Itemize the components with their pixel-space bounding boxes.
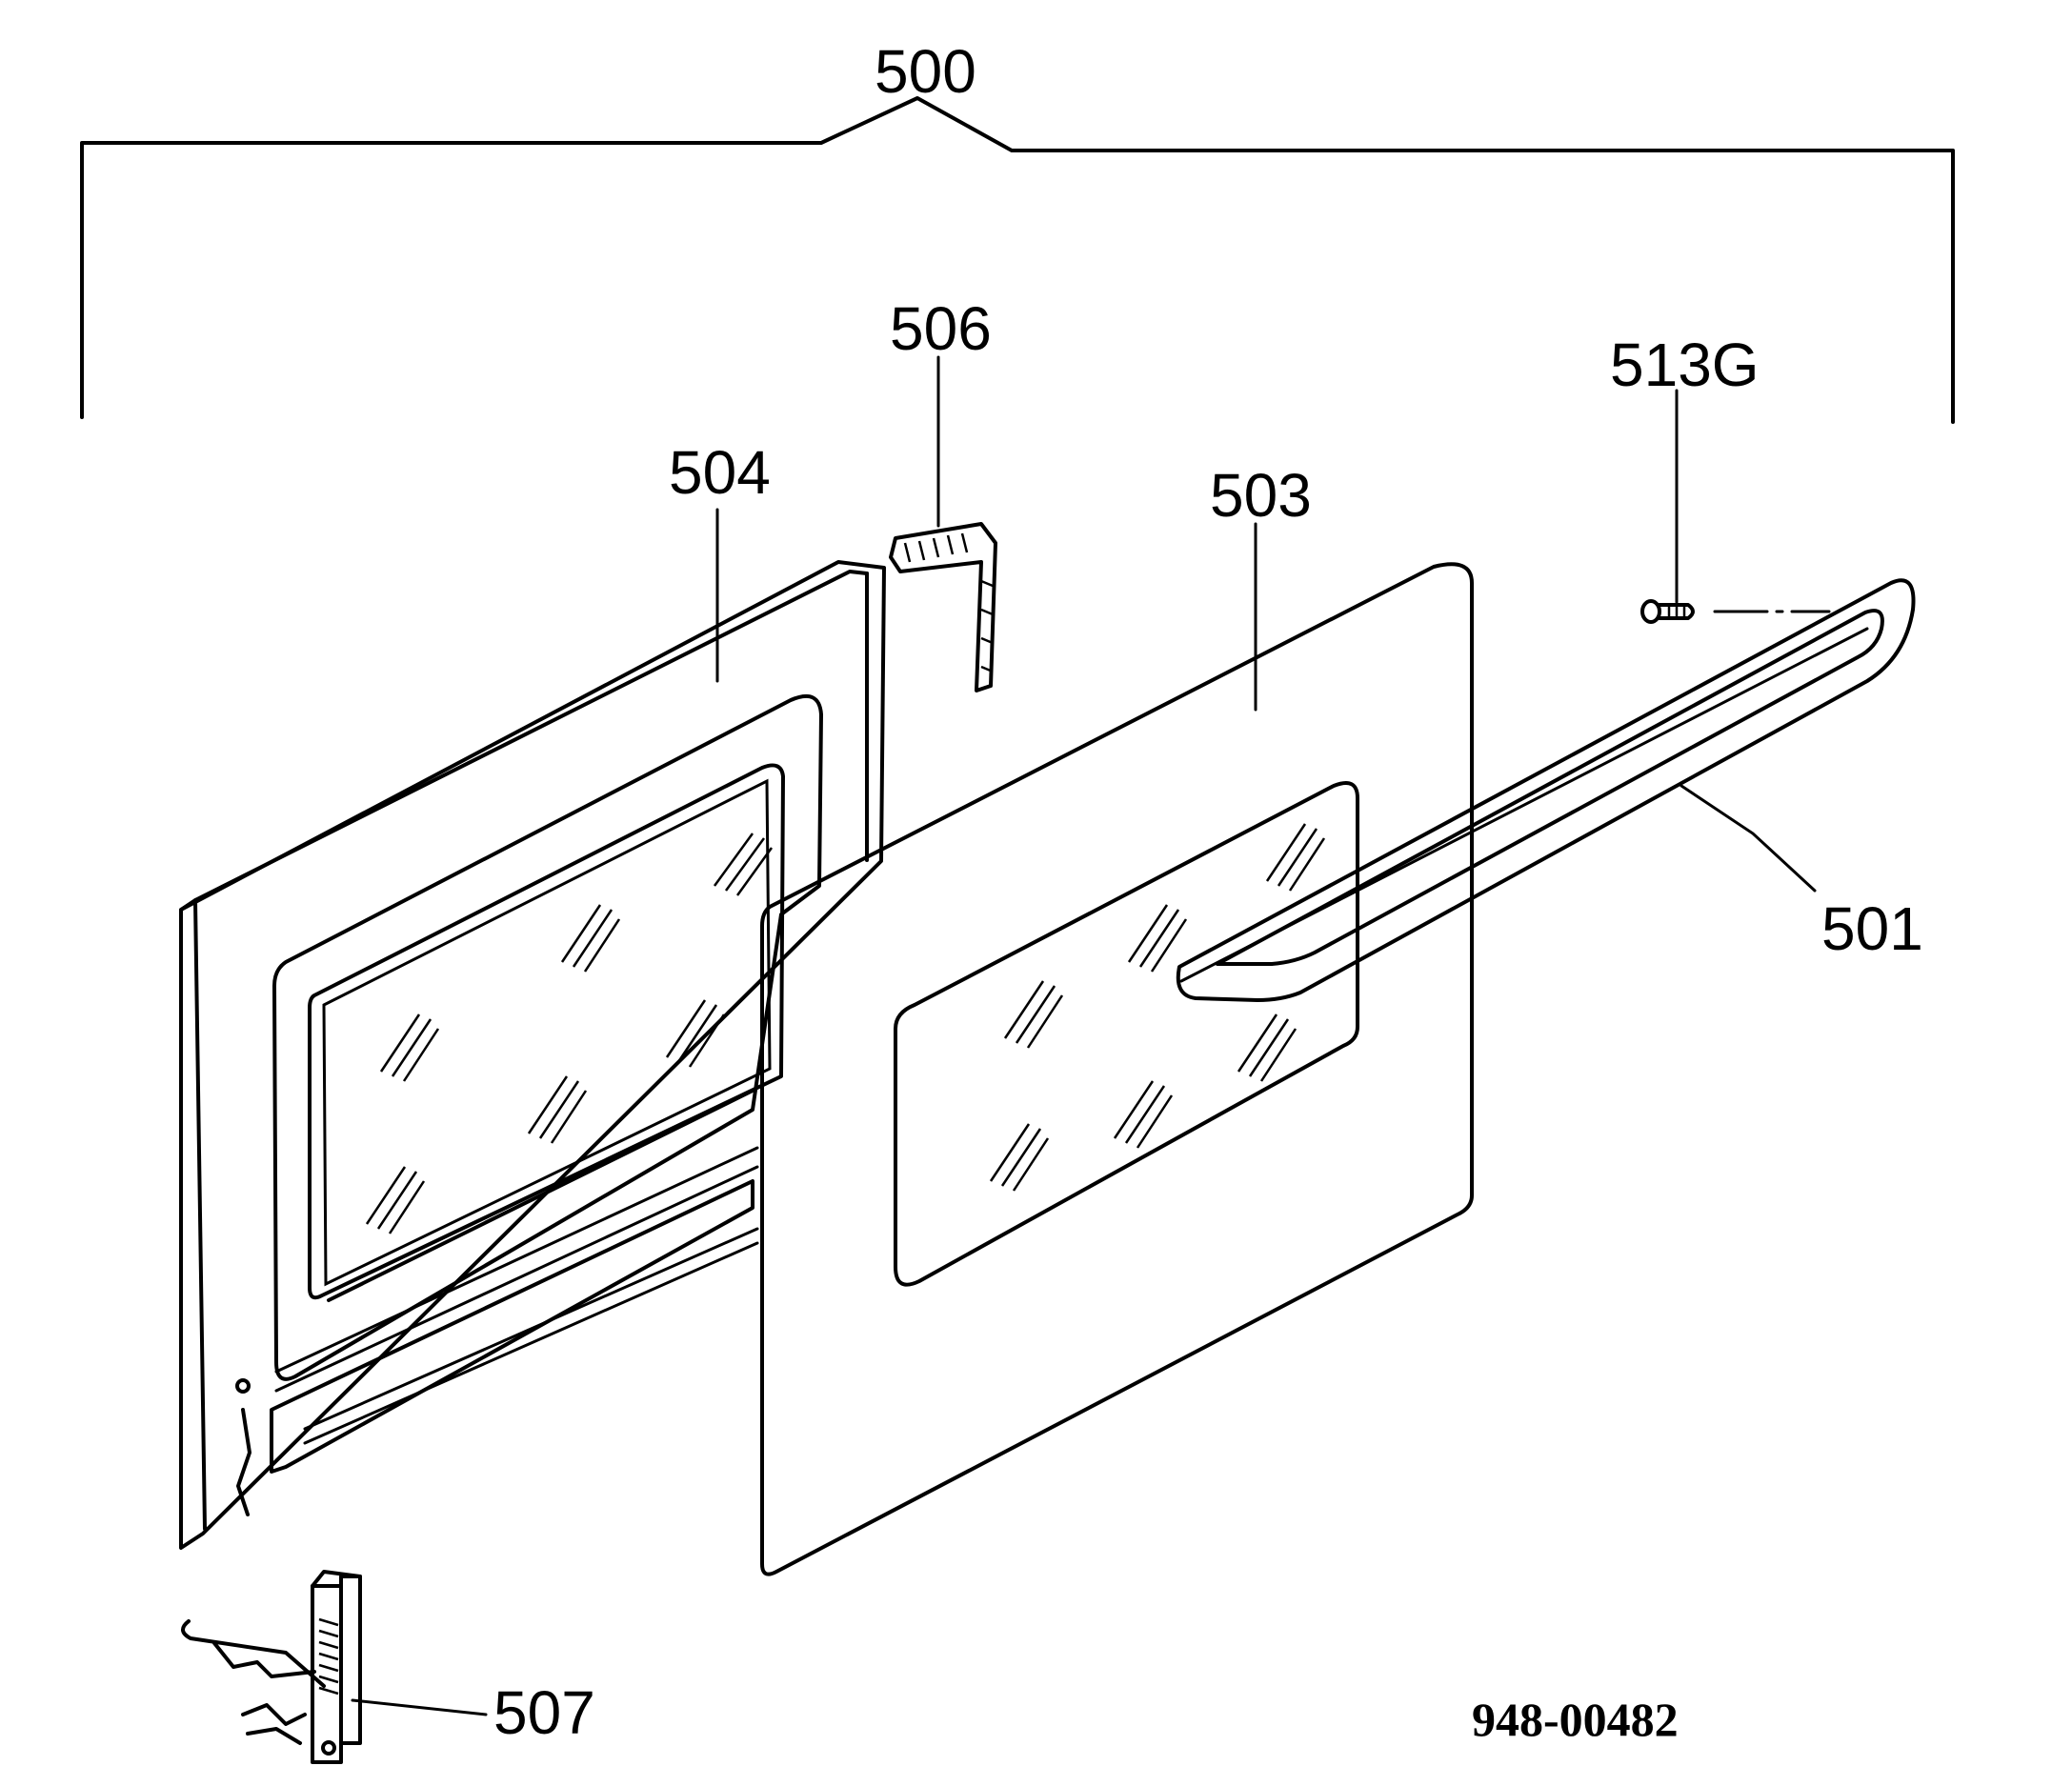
inner-door-frame (179, 560, 886, 1550)
label-500: 500 (875, 37, 976, 106)
label-501: 501 (1821, 894, 1923, 963)
label-513g: 513G (1610, 331, 1760, 399)
label-506: 506 (890, 294, 992, 363)
screw (1640, 599, 1831, 624)
drawing-code: 948-00482 (1472, 1693, 1679, 1746)
leader-501 (1680, 784, 1817, 893)
label-507: 507 (493, 1678, 595, 1747)
door-handle (1176, 578, 1916, 1002)
door-hinge (181, 1570, 362, 1764)
assembly-bracket (80, 96, 1955, 424)
label-503: 503 (1210, 461, 1312, 530)
seal-strip (889, 522, 997, 692)
label-504: 504 (669, 438, 771, 507)
leader-507 (351, 1698, 488, 1716)
outer-glass-panel (760, 562, 1474, 1576)
